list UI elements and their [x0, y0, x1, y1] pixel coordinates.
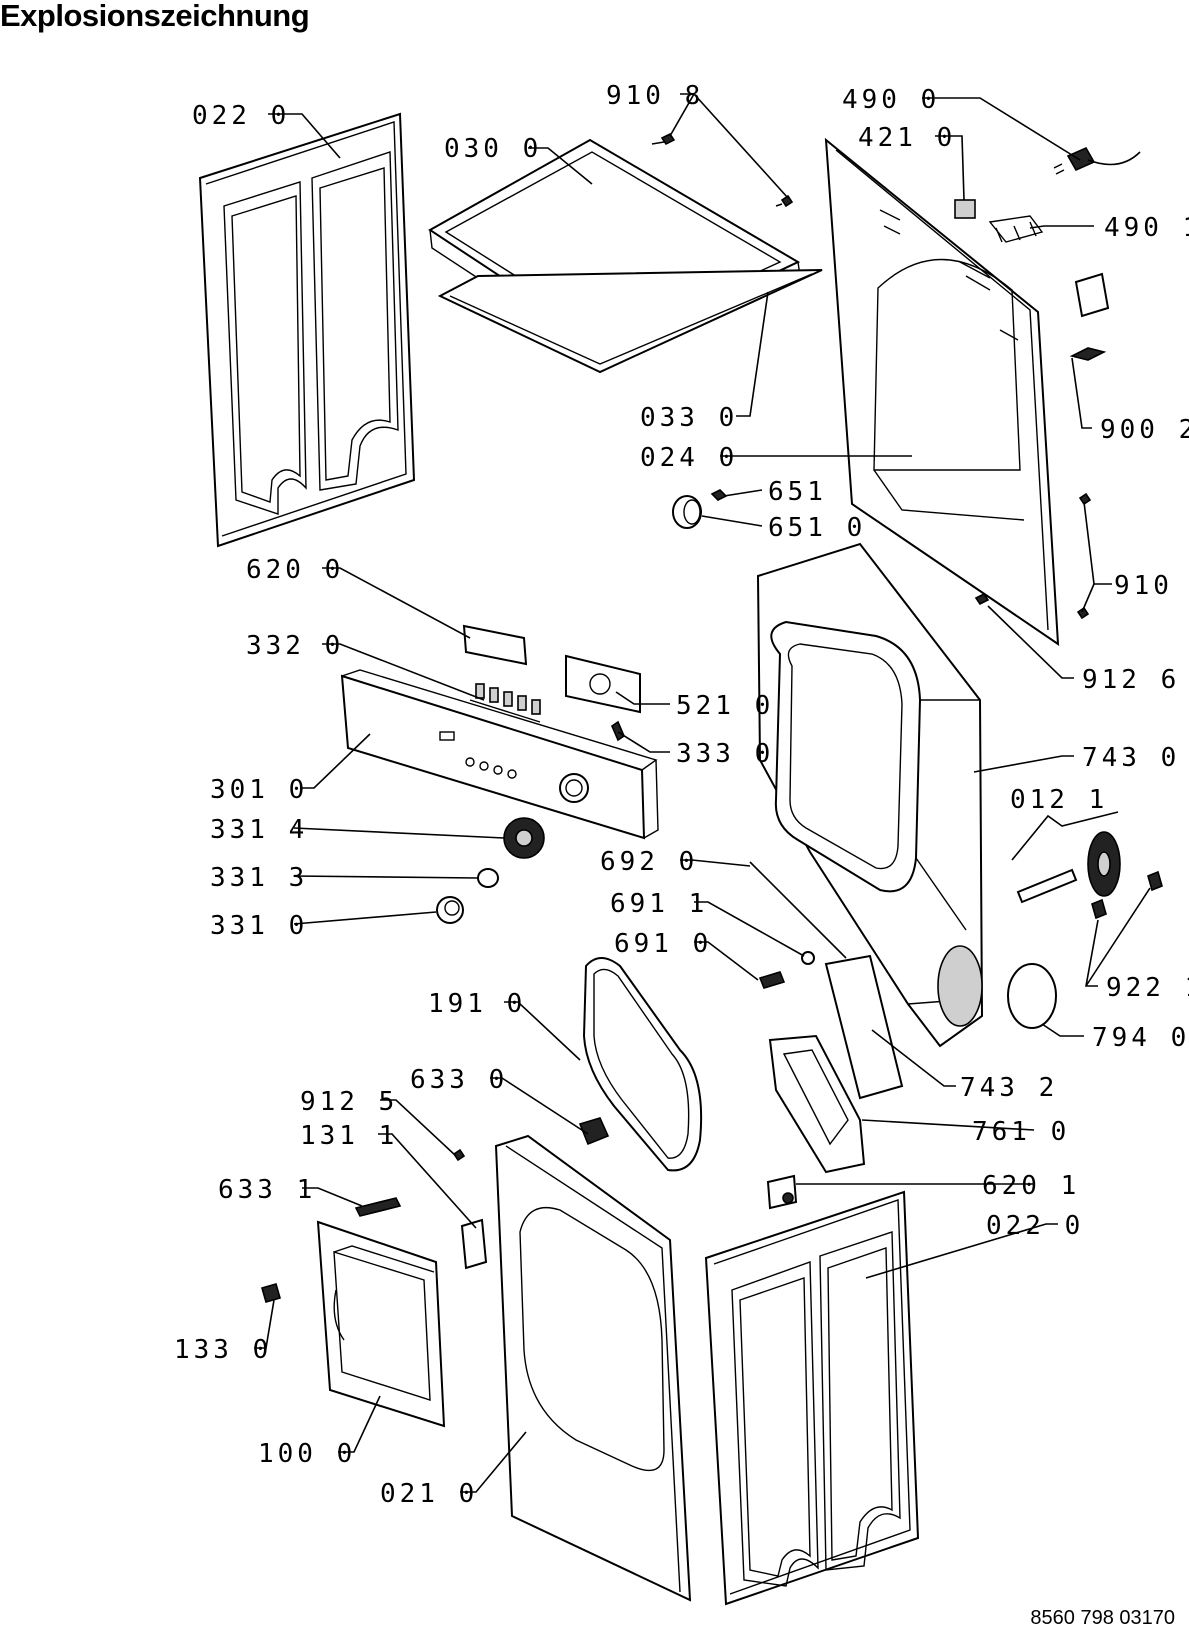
plug-691-0	[758, 971, 786, 989]
left-side-panel	[198, 112, 416, 548]
label-633-1: 633 1	[218, 1175, 316, 1205]
label-332-0: 332 0	[246, 631, 344, 661]
connector-block	[954, 199, 976, 219]
door-latch	[460, 1218, 488, 1270]
label-131-1: 131 1	[300, 1121, 398, 1151]
label-030-0: 030 0	[444, 134, 542, 164]
screw-912-5	[452, 1148, 466, 1162]
right-side-panel	[704, 1190, 920, 1606]
top-plate	[437, 269, 823, 374]
label-191-0: 191 0	[428, 989, 526, 1019]
switch-block	[469, 683, 541, 723]
label-910-8-top: 910 8	[606, 81, 704, 111]
label-331-4: 331 4	[210, 815, 308, 845]
knob-disk	[503, 817, 545, 859]
door-frame	[316, 1220, 446, 1428]
label-490-1: 490 1	[1104, 213, 1189, 243]
screw-right	[974, 492, 1092, 620]
label-033-0: 033 0	[640, 403, 738, 433]
o-ring	[801, 951, 815, 965]
control-panel	[340, 669, 659, 840]
label-620-0: 620 0	[246, 555, 344, 585]
label-692-0: 692 0	[600, 847, 698, 877]
label-333-0: 333 0	[676, 739, 774, 769]
label-012-1: 012 1	[1010, 785, 1108, 815]
door-catch	[261, 1283, 281, 1303]
hinge-pin	[354, 1197, 402, 1217]
label-743-2: 743 2	[960, 1073, 1058, 1103]
label-633-0: 633 0	[410, 1065, 508, 1095]
label-743-0: 743 0	[1082, 743, 1180, 773]
document-number: 8560 798 03170	[1030, 1607, 1175, 1629]
circuit-strip	[462, 624, 528, 666]
label-021-0: 021 0	[380, 1479, 478, 1509]
door-switch	[766, 1174, 798, 1210]
label-794-0: 794 0	[1092, 1023, 1189, 1053]
cover-plate	[1074, 272, 1110, 318]
part-333-0	[611, 720, 625, 742]
label-691-1: 691 1	[610, 889, 708, 919]
power-cable	[1053, 146, 1141, 175]
cable-clamp	[1069, 347, 1107, 361]
screw-top	[651, 132, 794, 208]
label-521-0: 521 0	[676, 691, 774, 721]
label-620-1: 620 1	[982, 1171, 1080, 1201]
label-331-0: 331 0	[210, 911, 308, 941]
label-651-0: 651 0	[768, 513, 866, 543]
knob-spindle	[477, 868, 499, 888]
electronic-board	[565, 654, 641, 714]
label-421-0: 421 0	[858, 123, 956, 153]
label-490-0: 490 0	[842, 85, 940, 115]
label-910-8-right: 910 8	[1114, 571, 1189, 601]
label-133-0: 133 0	[174, 1335, 272, 1365]
cable-clip	[988, 215, 1044, 243]
label-912-5: 912 5	[300, 1087, 398, 1117]
filter-housing	[768, 1034, 866, 1174]
part-labels: 022 0 030 0 910 8 490 0 421 0 490 1 033 …	[174, 81, 1189, 1509]
label-900-2: 900 2	[1100, 415, 1189, 445]
rear-panel	[824, 137, 1060, 646]
door-hinge	[578, 1117, 610, 1146]
front-panel	[494, 1134, 692, 1602]
drive-belt	[1007, 963, 1057, 1029]
label-761-0: 761 0	[972, 1117, 1070, 1147]
diagram-title: Explosionszeichnung	[0, 0, 310, 33]
label-331-3: 331 3	[210, 863, 308, 893]
rod	[749, 861, 847, 959]
label-022-0-top: 022 0	[192, 101, 290, 131]
rotary-knob	[436, 896, 464, 924]
label-022-0-bottom: 022 0	[986, 1211, 1084, 1241]
label-024-0: 024 0	[640, 443, 738, 473]
insulation-sheet	[824, 954, 904, 1100]
label-691-0: 691 0	[614, 929, 712, 959]
label-651: 651	[768, 477, 827, 507]
leader-lines	[254, 93, 1151, 1493]
knob-651	[672, 489, 728, 529]
label-100-0: 100 0	[258, 1439, 356, 1469]
label-922-1: 922 1	[1106, 973, 1189, 1003]
door-seal	[582, 957, 703, 1172]
drum-shaft-assembly	[1016, 831, 1163, 920]
front-bearing-housing	[756, 542, 984, 1048]
label-912-6: 912 6	[1082, 665, 1180, 695]
label-301-0: 301 0	[210, 775, 308, 805]
